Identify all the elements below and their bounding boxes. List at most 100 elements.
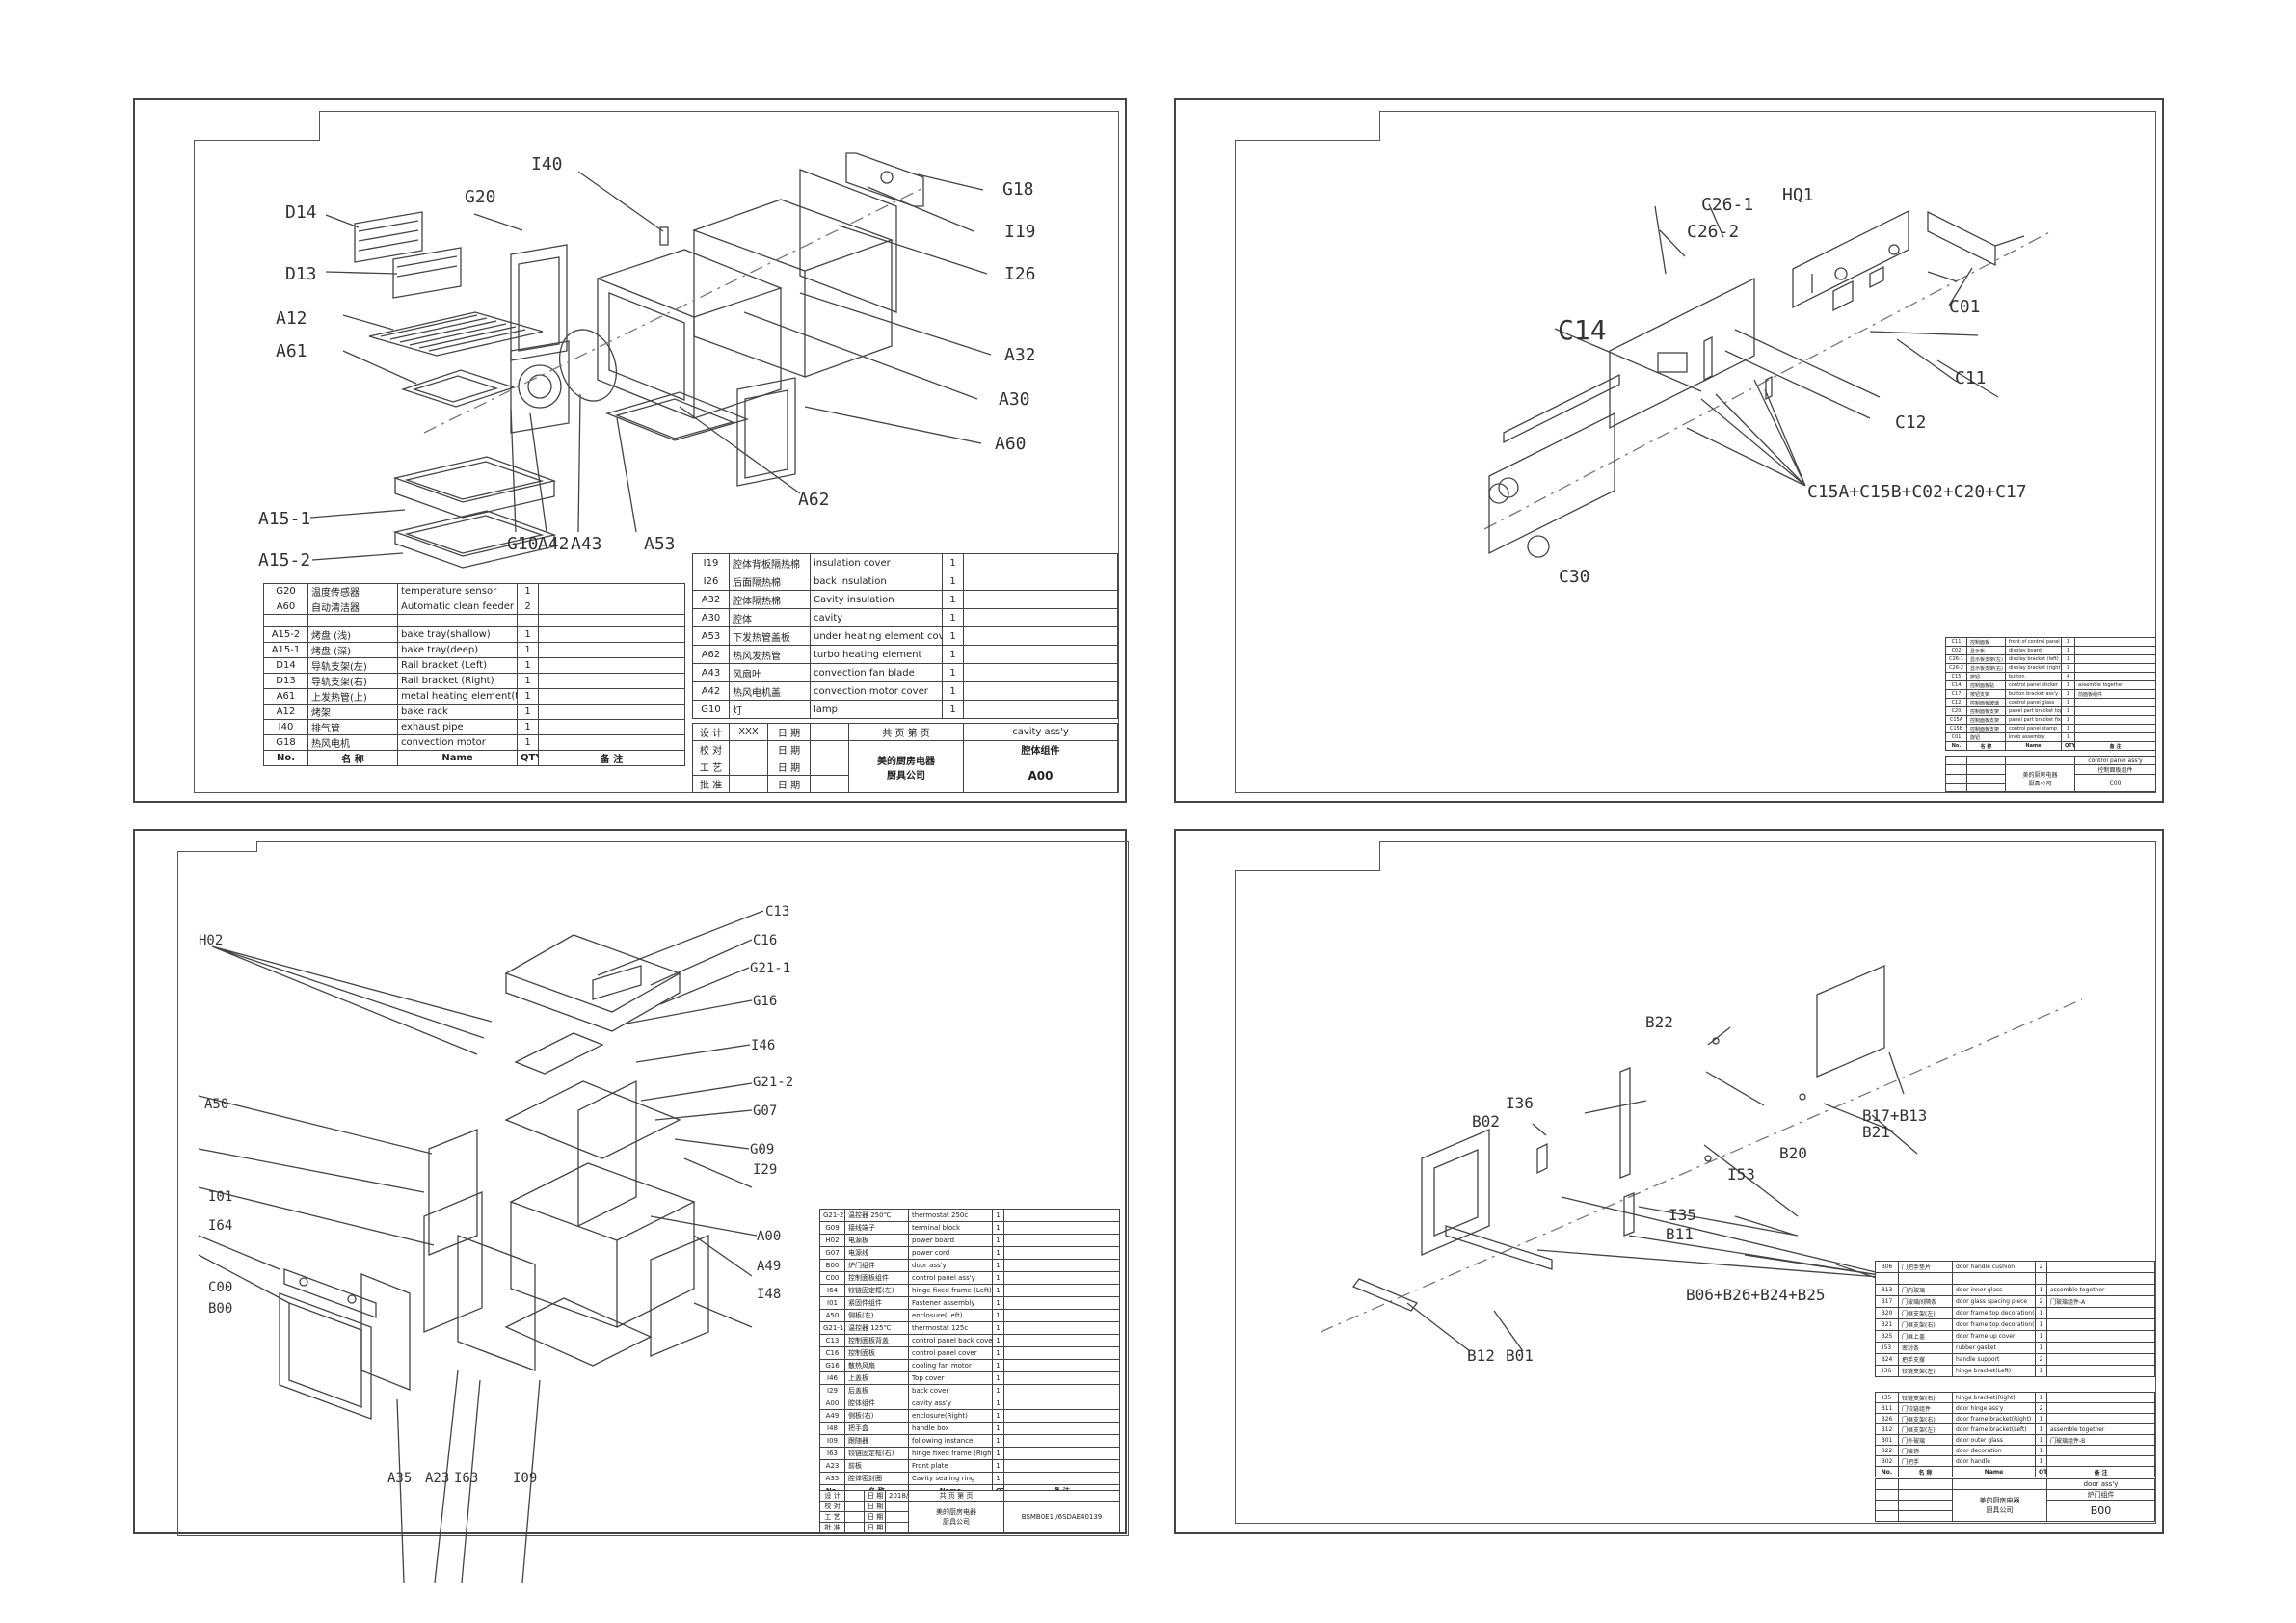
bom-cell: C26-2 [1945,663,1967,673]
title-name-cn: 炉门组件 [2046,1489,2155,1501]
title-name-en: cavity ass'y [963,723,1118,741]
bom-cell [1003,1296,1120,1310]
bom-cell: enclosure(Left) [908,1309,993,1322]
cavity-part [509,1162,696,1328]
bom-cell: 门框支架(右) [1898,1413,1953,1424]
bom-cell: C15A [1945,715,1967,725]
bom-cell [538,614,685,627]
bom-cell: control panel back cover [908,1334,993,1347]
bom-cell: 门玻璃组件-A [2046,1295,2155,1308]
bom-cell [2046,1330,2155,1343]
bom-cell: 烤架 [307,704,398,720]
bom-cell: A60 [263,599,308,615]
bom-cell: 1 [992,1359,1004,1372]
bom-cell: 显示板 [1966,646,2006,655]
bom-cell [2046,1365,2155,1377]
bom-cell: 前面板组件 [2074,689,2156,699]
bom-cell: 1 [942,590,964,609]
bom-cell: display bracket (left) [2005,654,2062,664]
bom-cell: 1 [942,608,964,627]
bom-cell: 把手盒 [844,1422,909,1435]
callout-a00: A00 [757,1229,781,1244]
bom-cell: A43 [692,663,730,682]
title-code: A00 [963,758,1118,793]
bom-cell: A32 [692,590,730,609]
bom-cell: 1 [942,626,964,646]
bom-cell: insulation cover [810,553,943,572]
bom-cell: 1 [517,626,539,643]
front-frame-part [423,1191,483,1333]
bom-cell: 紧固件组件 [844,1296,909,1310]
bom-cell: 前板 [844,1459,909,1473]
bom-cell: 1 [2035,1318,2047,1331]
callout-g07: G07 [753,1104,777,1119]
bom-cell: 1 [2061,663,2075,673]
bom-cell: 1 [942,663,964,682]
bom-cell: door frame up cover [1952,1330,2036,1343]
bom-cell [1003,1284,1120,1297]
bom-cell: 门框支架(右) [1898,1318,1953,1331]
callout-b12: B12 [1467,1346,1495,1365]
bom-cell: 1 [942,645,964,664]
bom-cell: terminal block [908,1221,993,1235]
convection-motor-part [845,152,924,207]
bom-cell: control panel cover [908,1346,993,1360]
bom-cell: 1 [992,1447,1004,1460]
exploded-view-cavity: G20 I40 D14 D13 A12 A61 A15-1 A15-2 G10 … [258,152,1036,571]
bom-cell: 风扇叶 [729,663,811,682]
bom-cell: 密封条 [1898,1342,1953,1354]
bom-cell: Automatic clean feeder [397,599,518,615]
bom-cell: Cavity sealing ring [908,1472,993,1485]
title-company: 美的厨房电器 厨具公司 [1952,1489,2047,1522]
bom-cell: C20 [1945,706,1967,716]
bom-cell: QTY [517,750,539,766]
bom-cell: G10 [692,700,730,719]
callout-a15-2: A15-2 [258,550,310,571]
bom-cell: G18 [263,734,308,751]
bom-cell: C17 [1945,689,1967,699]
bom-cell: A49 [819,1409,845,1423]
bom-cell: door inner glass [1952,1284,2036,1296]
bom-cell: 1 [2061,680,2075,690]
callout-c14: C14 [1558,314,1607,346]
bom-cell: 2 [2035,1295,2047,1308]
door-decoration-part [1445,1225,1553,1270]
callout-b20: B20 [1779,1144,1807,1162]
bom-cell: D14 [263,657,308,674]
bom-cell: door ass'y [908,1259,993,1272]
bom-cell: B26 [1875,1413,1899,1424]
bom-cell: 1 [2035,1330,2047,1343]
bom-cell: hinge fixed frame (Left) [908,1284,993,1297]
bom-cell: 1 [992,1384,1004,1397]
bom-cell: 控制面板玻璃 [1966,698,2006,707]
callout-i64: I64 [208,1218,232,1234]
bom-cell: G16 [819,1359,845,1372]
callout-c00: C00 [208,1280,232,1295]
callout-a50: A50 [204,1097,228,1112]
bom-cell: cavity [810,608,943,627]
bom-cell: 门玻璃组件-B [2046,1434,2155,1446]
bom-cell: G20 [263,583,308,599]
control-panel-assy-part [283,1268,377,1318]
bom-cell: 1 [2035,1445,2047,1456]
callout-c13: C13 [765,904,789,919]
bom-cell [1003,1309,1120,1322]
bom-cell: B12 [1875,1423,1899,1435]
side-panel-left-part [428,1129,478,1256]
bom-cell: C02 [1945,646,1967,655]
callout-a60: A60 [995,434,1027,454]
bom-cell: 1 [992,1397,1004,1410]
corner-tab [1235,111,1380,141]
bom-cell: 控制面板背盖 [844,1334,909,1347]
bom-cell: power cord [908,1246,993,1260]
